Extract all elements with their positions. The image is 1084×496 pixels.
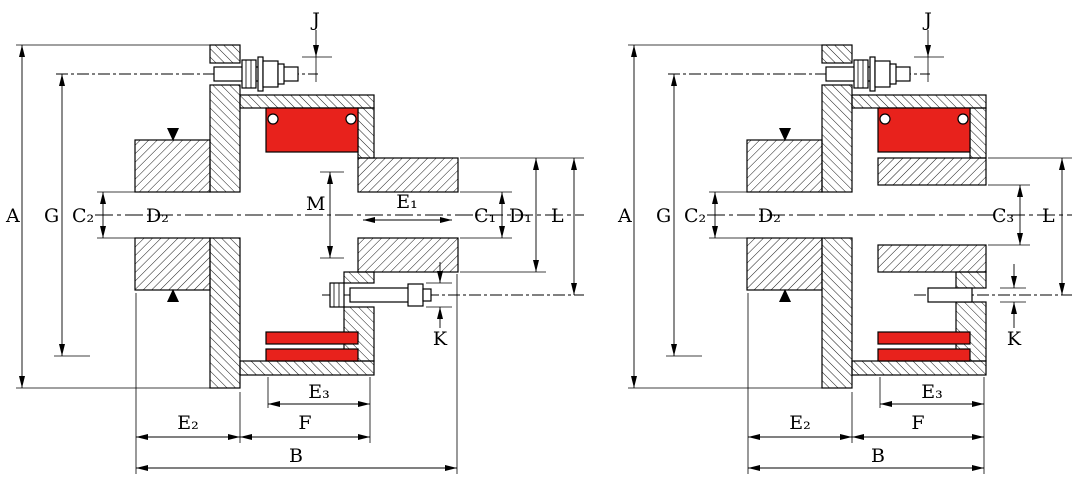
left-top-bolt	[213, 56, 299, 92]
right-view: A G C₂ D₂ J C₃ L K E₂ E₃ F B	[617, 9, 1072, 474]
label-F-right: F	[911, 412, 924, 434]
left-elastic-notch-right	[345, 113, 357, 125]
left-flange-plate-bottom	[209, 237, 241, 389]
label-B-right: B	[871, 445, 885, 467]
label-A-right: A	[617, 205, 632, 227]
right-web-above-pin	[955, 271, 987, 289]
right-hub-section	[746, 128, 823, 302]
label-B-left: B	[289, 445, 303, 467]
left-right-hub-section	[357, 157, 459, 273]
label-E2-left: E₂	[177, 412, 199, 434]
left-hub-lower	[134, 237, 211, 291]
right-driven-hub-section	[877, 157, 987, 273]
label-D2-left: D₂	[146, 205, 169, 227]
label-M-left: M	[306, 193, 325, 215]
label-G-left: G	[44, 205, 59, 227]
left-elastic-block	[265, 107, 359, 153]
right-top-bolt-collar	[889, 63, 897, 85]
left-righthub-lower	[357, 237, 459, 273]
label-C3-right: C₃	[992, 205, 1014, 227]
left-sleeve-wall-top	[357, 107, 375, 159]
right-hub-upper	[746, 139, 823, 193]
right-drivenhub-upper	[877, 157, 987, 186]
label-L-right: L	[1042, 205, 1055, 227]
left-top-bolt-nut	[262, 60, 279, 88]
left-elastic-elements	[265, 107, 359, 362]
left-top-bolt-head	[241, 59, 257, 89]
left-rim-top	[239, 94, 375, 109]
left-hub-upper	[134, 139, 211, 193]
left-top-bolt-collar	[277, 63, 285, 85]
label-E1-left: E₁	[396, 191, 418, 213]
right-elastic-notch-left	[879, 113, 891, 125]
right-top-bolt-nut	[874, 60, 891, 88]
left-elastic-notch-left	[267, 113, 279, 125]
label-K-left: K	[433, 328, 448, 350]
right-elastic-block	[877, 107, 971, 153]
left-lining-stripe-2	[265, 348, 359, 362]
label-J-left: J	[310, 9, 320, 31]
right-rim-top	[851, 94, 987, 109]
left-rim-bottom	[239, 360, 375, 376]
label-J-right: J	[922, 9, 932, 31]
left-top-bolt-washer	[257, 56, 264, 92]
left-bottom-bolt-nut	[407, 283, 424, 307]
right-hub-surface-mark-top	[779, 128, 791, 141]
right-lining-stripe-2	[877, 348, 971, 362]
left-web-above-bolt	[343, 271, 375, 284]
left-bottom-bolt	[329, 282, 432, 308]
right-lining-stripe-1	[877, 331, 971, 345]
left-hub-section	[134, 128, 211, 302]
right-sleeve-wall-top	[969, 107, 987, 159]
right-flange-plate-mid	[821, 84, 853, 193]
label-D1-left: D₁	[509, 205, 532, 227]
left-hub-surface-mark-bottom	[167, 289, 179, 302]
right-top-bolt-washer	[869, 56, 876, 92]
label-C2-left: C₂	[72, 205, 94, 227]
left-labels: A G C₂ D₂ J M E₁ C₁ D₁ L K E₂ E₃ F B	[5, 9, 564, 467]
label-C1-left: C₁	[474, 205, 496, 227]
right-flange-plate-bottom	[821, 237, 853, 389]
right-rim-bottom	[851, 360, 987, 376]
label-E3-left: E₃	[308, 381, 330, 403]
label-K-right: K	[1007, 328, 1022, 350]
label-E2-right: E₂	[789, 412, 811, 434]
right-pin-body	[927, 287, 973, 303]
left-lining-stripe-1	[265, 331, 359, 345]
label-L-left: L	[551, 205, 564, 227]
right-hub-lower	[746, 237, 823, 291]
right-elastic-elements	[877, 107, 971, 362]
right-flange-plate-top	[821, 44, 853, 64]
right-labels: A G C₂ D₂ J C₃ L K E₂ E₃ F B	[617, 9, 1055, 467]
left-flange-plate-top	[209, 44, 241, 64]
label-D2-right: D₂	[758, 205, 781, 227]
left-view: A G C₂ D₂ J M E₁ C₁ D₁ L K E₂ E₃ F B	[5, 9, 584, 474]
label-F-left: F	[298, 412, 311, 434]
right-top-bolt-head	[853, 59, 869, 89]
left-dimensions	[16, 30, 584, 474]
left-righthub-upper	[357, 157, 459, 193]
right-elastic-notch-right	[957, 113, 969, 125]
label-C2-right: C₂	[684, 205, 706, 227]
left-bottom-bolt-end	[422, 288, 432, 302]
left-hub-surface-mark-top	[167, 128, 179, 141]
right-hub-surface-mark-bottom	[779, 289, 791, 302]
right-top-bolt	[825, 56, 911, 92]
label-A-left: A	[5, 205, 20, 227]
right-drivenhub-lower	[877, 244, 987, 273]
left-bottom-bolt-head	[329, 282, 345, 308]
label-E3-right: E₃	[921, 381, 943, 403]
right-pin	[927, 287, 973, 303]
right-dimensions	[628, 30, 1072, 474]
left-flange-plate-mid	[209, 84, 241, 193]
label-G-right: G	[656, 205, 671, 227]
